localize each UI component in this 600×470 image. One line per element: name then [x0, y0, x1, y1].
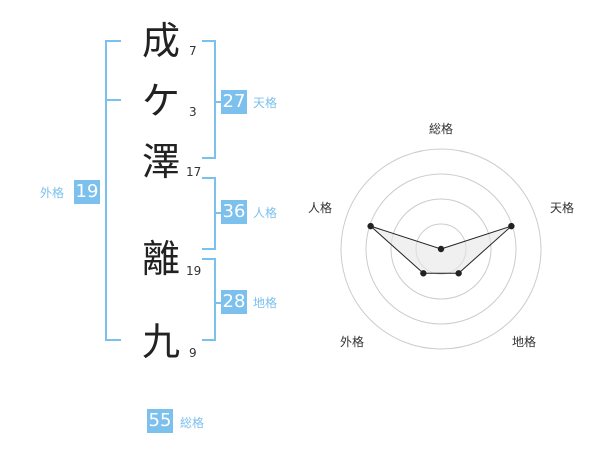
radar-label-gaikaku: 外格 [339, 335, 365, 349]
name-char-2: ケ [142, 79, 181, 123]
soukaku-label: 総格 [180, 416, 205, 430]
soukaku-value-badge: 55 [147, 409, 173, 433]
tenkaku-bracket-vertical [214, 40, 216, 159]
jinkaku-bracket-top [202, 177, 216, 179]
tenkaku-label: 天格 [253, 96, 278, 110]
radar-point-right [508, 222, 515, 230]
chikaku-label: 地格 [253, 296, 278, 310]
jinkaku-label: 人格 [253, 206, 278, 220]
gaikaku-bracket-top [105, 40, 121, 42]
radar-ring [340, 148, 542, 350]
jinkaku-value-badge: 36 [221, 200, 247, 224]
name-char-3: 澤 [142, 140, 181, 184]
gaikaku-bracket-mid [105, 99, 121, 101]
radar-point-bottom_right [455, 270, 462, 277]
radar-label-soukaku: 総格 [428, 122, 454, 136]
stroke-count-1: 7 [189, 44, 197, 58]
jinkaku-bracket-bottom [202, 248, 216, 250]
gaikaku-bracket-bottom [105, 339, 121, 341]
chikaku-bracket-connector [214, 302, 222, 304]
gaikaku-value-badge: 19 [74, 180, 100, 204]
chikaku-value-badge: 28 [221, 290, 247, 314]
stroke-count-5: 9 [189, 346, 197, 360]
tenkaku-value-badge: 27 [221, 90, 247, 114]
stroke-count-3: 17 [186, 165, 202, 179]
radar-points [367, 222, 515, 277]
radar-rings [340, 148, 542, 350]
chikaku-bracket-top [202, 258, 216, 260]
name-char-1: 成 [142, 19, 181, 63]
gaikaku-label: 外格 [40, 186, 65, 200]
radar-point-left [367, 222, 374, 230]
radar-label-tenkaku: 天格 [549, 201, 575, 215]
radar-ring [390, 198, 492, 300]
radar-point-top [437, 245, 445, 253]
tenkaku-bracket-connector [214, 101, 222, 103]
stroke-count-4: 19 [186, 264, 202, 278]
radar-label-chikaku: 地格 [511, 335, 537, 349]
stroke-count-2: 3 [189, 105, 197, 119]
radar-label-jinkaku: 人格 [307, 201, 333, 215]
chikaku-bracket-bottom [202, 339, 216, 341]
chikaku-bracket-vertical [214, 258, 216, 341]
jinkaku-bracket-connector [214, 212, 222, 214]
name-char-5: 九 [142, 320, 181, 364]
radar-point-bottom_left [420, 270, 427, 277]
tenkaku-bracket-top [202, 40, 216, 42]
tenkaku-bracket-bottom [202, 157, 216, 159]
gaikaku-bracket-vertical [105, 40, 107, 341]
radar-ring [365, 173, 517, 325]
name-char-4: 離 [142, 237, 181, 281]
